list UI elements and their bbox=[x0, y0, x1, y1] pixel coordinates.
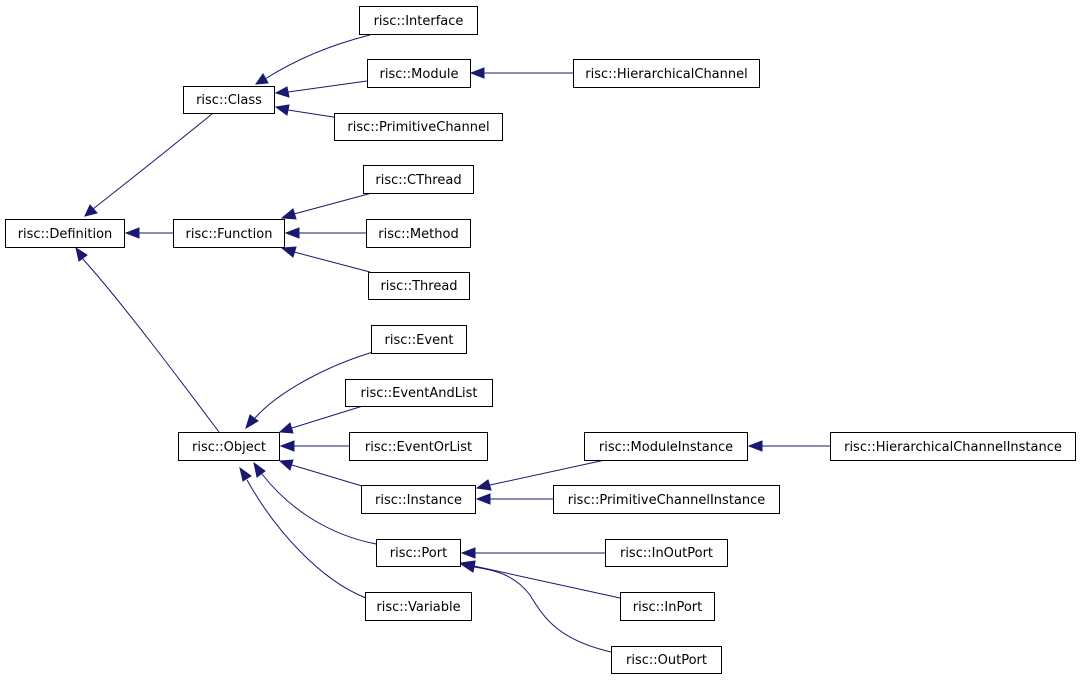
edge-variable-to-object bbox=[239, 466, 367, 599]
node-inport[interactable]: risc::InPort bbox=[620, 592, 715, 621]
edge-method-to-function bbox=[284, 227, 366, 239]
edge-module-to-class bbox=[274, 80, 368, 98]
node-moduleinstance[interactable]: risc::ModuleInstance bbox=[584, 432, 748, 461]
node-primitivechannel[interactable]: risc::PrimitiveChannel bbox=[334, 113, 503, 141]
edge-moduleinstance-to-instance bbox=[475, 459, 606, 491]
node-label: risc::Class bbox=[196, 93, 262, 108]
node-label: risc::Definition bbox=[18, 227, 113, 242]
edge-hierarchicalchannel-to-module bbox=[469, 67, 573, 79]
node-label: risc::EventOrList bbox=[365, 440, 472, 455]
node-hierarchicalchannelinstance[interactable]: risc::HierarchicalChannelInstance bbox=[830, 432, 1076, 461]
node-label: risc::Interface bbox=[374, 14, 464, 29]
edge-hierarchicalchannelinstance-to-moduleinstance bbox=[747, 440, 830, 452]
node-label: risc::InOutPort bbox=[620, 546, 713, 561]
node-outport[interactable]: risc::OutPort bbox=[611, 646, 722, 674]
edge-instance-to-object bbox=[278, 459, 363, 487]
edge-class-to-definition bbox=[84, 113, 213, 217]
node-label: risc::ModuleInstance bbox=[599, 440, 733, 455]
node-function[interactable]: risc::Function bbox=[173, 219, 285, 248]
edge-function-to-definition bbox=[124, 227, 174, 239]
edge-interface-to-class bbox=[254, 34, 371, 85]
node-method[interactable]: risc::Method bbox=[366, 219, 471, 248]
node-instance[interactable]: risc::Instance bbox=[361, 485, 476, 514]
node-inoutport[interactable]: risc::InOutPort bbox=[605, 539, 728, 567]
edge-cthread-to-function bbox=[280, 192, 373, 220]
node-definition[interactable]: risc::Definition bbox=[5, 219, 125, 248]
node-thread[interactable]: risc::Thread bbox=[368, 272, 470, 300]
node-label: risc::Event bbox=[385, 333, 454, 348]
edge-eventandlist-to-object bbox=[278, 404, 367, 434]
node-eventandlist[interactable]: risc::EventAndList bbox=[345, 379, 493, 407]
edge-thread-to-function bbox=[280, 246, 371, 273]
node-primitivechannelinstance[interactable]: risc::PrimitiveChannelInstance bbox=[553, 485, 780, 514]
node-label: risc::CThread bbox=[375, 173, 461, 188]
node-label: risc::Thread bbox=[380, 279, 457, 294]
node-label: risc::InPort bbox=[633, 600, 702, 615]
edge-eventorlist-to-object bbox=[279, 440, 350, 452]
node-label: risc::Object bbox=[192, 440, 266, 455]
edge-event-to-object bbox=[245, 351, 374, 430]
node-interface[interactable]: risc::Interface bbox=[359, 6, 478, 35]
node-label: risc::PrimitiveChannelInstance bbox=[568, 493, 766, 508]
node-label: risc::EventAndList bbox=[361, 386, 478, 401]
node-class[interactable]: risc::Class bbox=[183, 86, 275, 114]
node-label: risc::Variable bbox=[376, 600, 460, 615]
node-port[interactable]: risc::Port bbox=[376, 539, 461, 567]
edge-object-to-definition bbox=[75, 246, 220, 433]
edge-outport-to-port bbox=[459, 561, 612, 653]
node-label: risc::OutPort bbox=[626, 653, 707, 668]
edge-inport-to-port bbox=[459, 560, 621, 599]
node-label: risc::HierarchicalChannel bbox=[585, 67, 748, 82]
node-event[interactable]: risc::Event bbox=[371, 325, 467, 354]
node-label: risc::PrimitiveChannel bbox=[347, 120, 489, 135]
node-object[interactable]: risc::Object bbox=[178, 432, 280, 461]
node-label: risc::HierarchicalChannelInstance bbox=[844, 440, 1062, 455]
node-hierarchicalchannel[interactable]: risc::HierarchicalChannel bbox=[573, 59, 760, 88]
edge-port-to-object bbox=[253, 461, 377, 545]
node-variable[interactable]: risc::Variable bbox=[365, 592, 472, 621]
node-eventorlist[interactable]: risc::EventOrList bbox=[349, 432, 488, 461]
node-label: risc::Function bbox=[186, 227, 273, 242]
node-label: risc::Instance bbox=[375, 493, 462, 508]
node-label: risc::Method bbox=[378, 227, 458, 242]
node-label: risc::Module bbox=[380, 67, 459, 82]
node-label: risc::Port bbox=[390, 546, 447, 561]
edge-inoutport-to-port bbox=[460, 547, 605, 559]
edge-primitivechannelinstance-to-instance bbox=[475, 493, 553, 505]
node-cthread[interactable]: risc::CThread bbox=[363, 165, 474, 194]
node-module[interactable]: risc::Module bbox=[367, 59, 471, 88]
